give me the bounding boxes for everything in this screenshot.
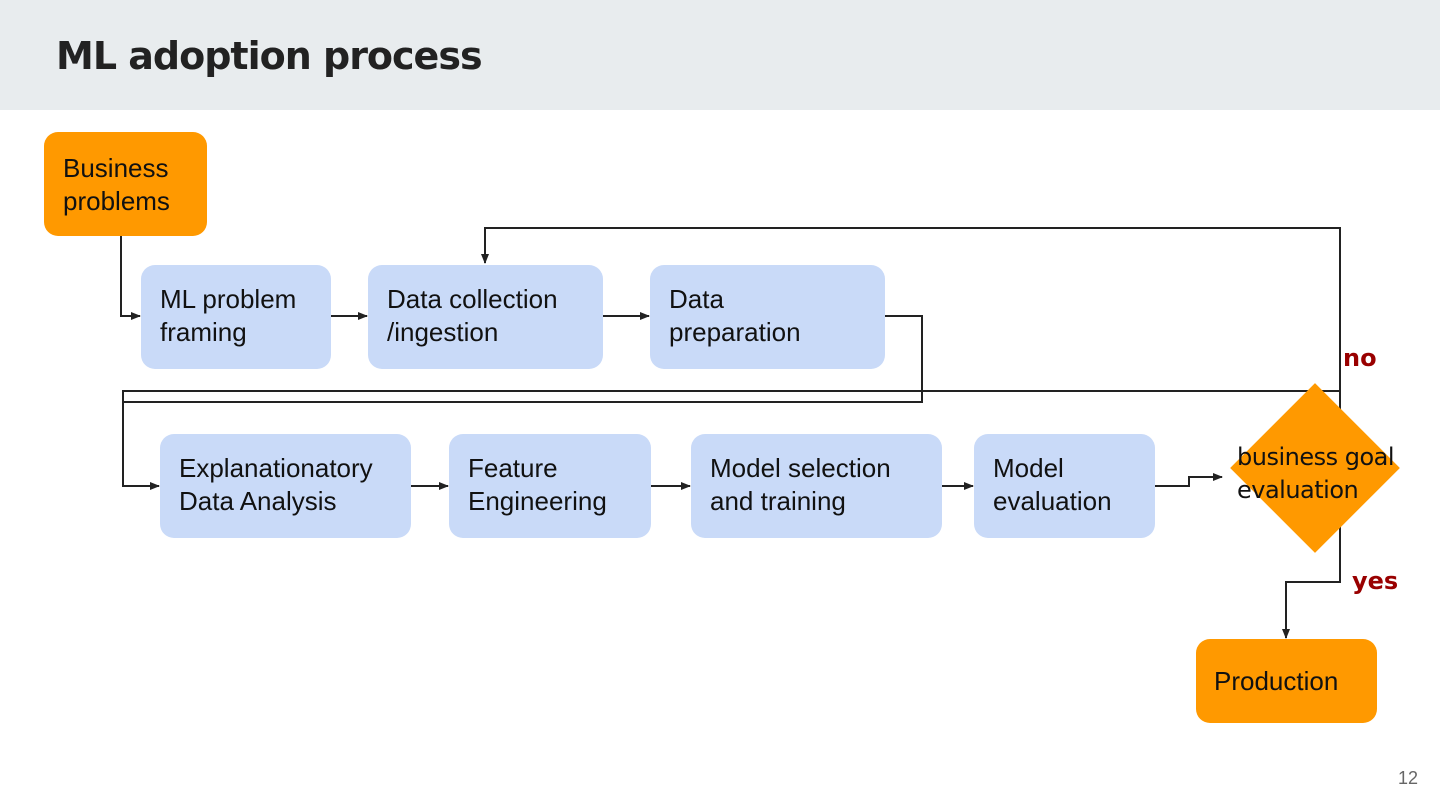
node-data-preparation: Data preparation bbox=[650, 265, 885, 369]
node-model-selection: Model selection and training bbox=[691, 434, 942, 538]
arrow-preparation-to-eda bbox=[122, 315, 923, 490]
node-eda: Explanationatory Data Analysis bbox=[160, 434, 411, 538]
arrow-business-to-framing bbox=[120, 235, 141, 320]
page-number: 12 bbox=[1397, 768, 1418, 788]
node-ml-problem-framing: ML problem framing bbox=[141, 265, 331, 369]
node-feature-engineering: Feature Engineering bbox=[449, 434, 651, 538]
arrow-evaluation-to-decision bbox=[1155, 473, 1223, 487]
node-business-goal-evaluation: business goal evaluation bbox=[1237, 443, 1395, 504]
edge-label-no: no bbox=[1343, 344, 1377, 372]
arrow-decision-yes-to-production bbox=[1282, 522, 1341, 639]
slide-header bbox=[0, 0, 1440, 110]
node-data-collection: Data collection /ingestion bbox=[368, 265, 603, 369]
line-decision-no-extension bbox=[122, 390, 1340, 402]
slide-title: ML adoption process bbox=[56, 34, 483, 78]
node-production: Production bbox=[1196, 639, 1377, 723]
node-business-problems: Business problems bbox=[44, 132, 207, 236]
arrow-decision-no-loop bbox=[481, 227, 1341, 427]
edge-label-yes: yes bbox=[1352, 567, 1399, 595]
node-model-evaluation: Model evaluation bbox=[974, 434, 1155, 538]
